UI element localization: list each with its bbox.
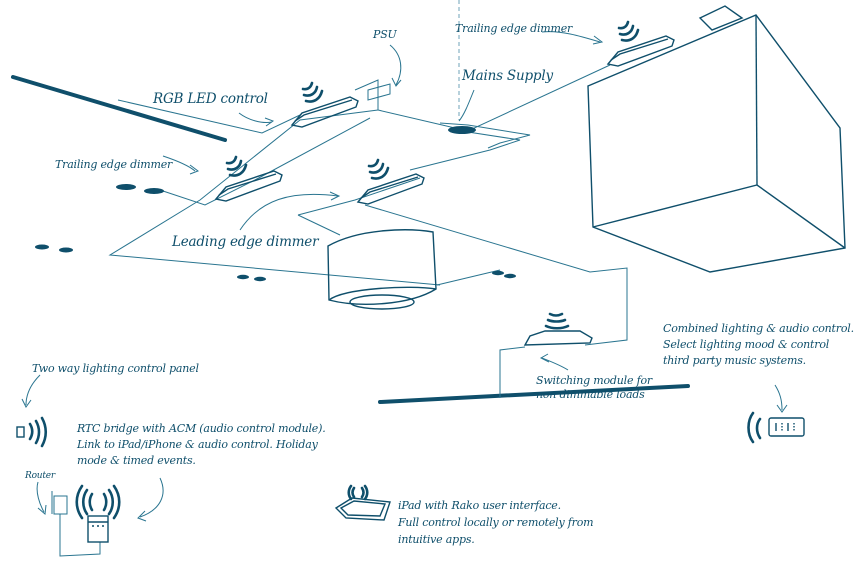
ceiling-edge-bottom <box>378 384 690 404</box>
label-rtc-bridge-1: RTC bridge with ACM (audio control modul… <box>77 422 326 435</box>
router <box>51 491 101 557</box>
leading-edge-dimmer-module <box>356 158 426 206</box>
label-mains-supply: Mains Supply <box>462 68 553 84</box>
ipad <box>334 484 391 521</box>
label-switching-module-2: non dimmable loads <box>536 388 645 401</box>
downlights <box>35 184 516 282</box>
two-way-control-panel <box>16 416 48 448</box>
wiring <box>108 0 628 398</box>
label-leading-edge-dimmer: Leading edge dimmer <box>172 234 319 250</box>
label-router: Router <box>25 471 56 481</box>
label-ipad-2: Full control locally or remotely from <box>398 516 594 529</box>
label-two-way-panel: Two way lighting control panel <box>32 362 199 375</box>
label-ipad-3: intuitive apps. <box>398 533 475 546</box>
label-rgb-led-control: RGB LED control <box>153 91 268 107</box>
pendant-light <box>327 229 437 310</box>
label-combined-control-1: Combined lighting & audio control. <box>663 322 854 335</box>
rgb-led-control-module <box>290 81 360 129</box>
audio-control-keypad <box>747 411 805 444</box>
switching-module <box>523 312 593 346</box>
mains-supply <box>448 126 476 134</box>
label-trailing-edge-dimmer-top: Trailing edge dimmer <box>455 22 573 35</box>
label-rtc-bridge-2: Link to iPad/iPhone & audio control. Hol… <box>77 438 318 451</box>
trailing-edge-dimmer-module-top <box>606 20 676 68</box>
ceiling-box <box>587 5 846 273</box>
callout-arrows <box>21 31 788 522</box>
ceiling-edge-left <box>11 75 227 142</box>
label-ipad-1: iPad with Rako user interface. <box>398 499 561 512</box>
psu <box>367 83 391 101</box>
label-combined-control-2: Select lighting mood & control <box>663 338 830 351</box>
rtc-bridge <box>75 484 121 543</box>
label-rtc-bridge-3: mode & timed events. <box>77 454 196 467</box>
label-trailing-edge-dimmer-left: Trailing edge dimmer <box>55 158 173 171</box>
label-switching-module-1: Switching module for <box>536 374 652 387</box>
label-psu: PSU <box>373 28 397 41</box>
label-combined-control-3: third party music systems. <box>663 354 806 367</box>
